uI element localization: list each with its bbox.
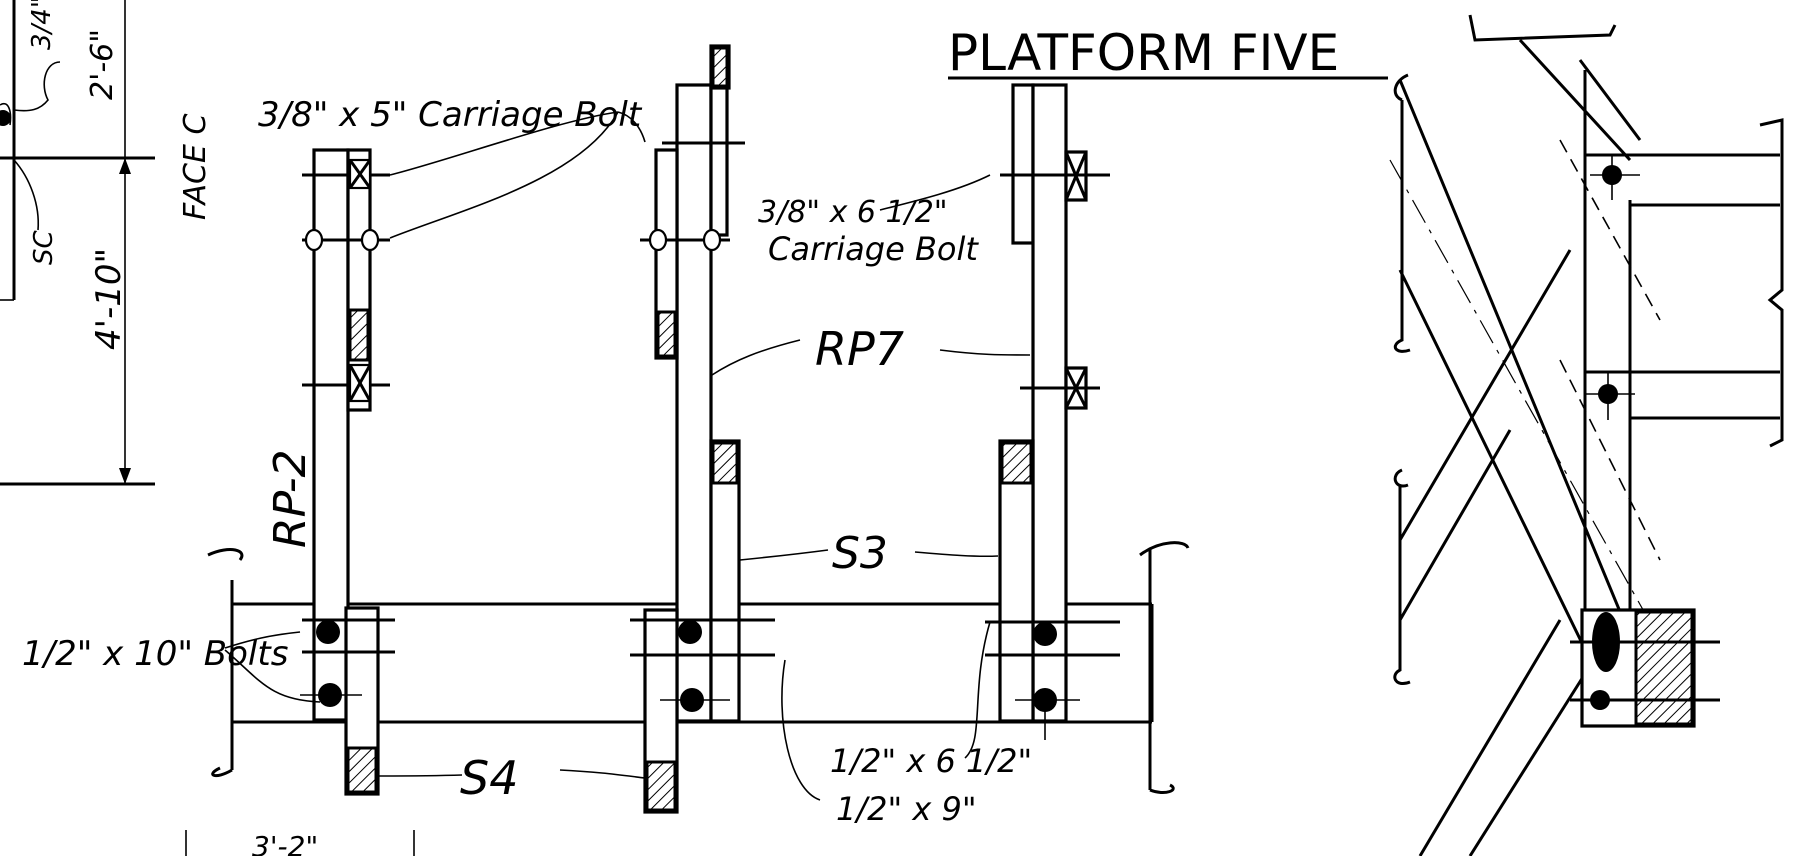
carriage-bolt-5-label: 3/8" x 5" Carriage Bolt: [258, 95, 643, 135]
bolts-10-label: 1/2" x 10" Bolts: [22, 634, 288, 674]
carriage-bolt-6-5-size-label: 3/8" x 6 1/2": [758, 195, 948, 230]
s3-label: S3: [832, 528, 888, 579]
main-elevation: [207, 44, 1190, 814]
dim-3-2-label: 3'-2": [252, 830, 318, 856]
dim-4-10-label: 4'-10": [89, 248, 129, 350]
dim-3-4-label: 3/4": [27, 0, 57, 50]
rp2-label: RP-2: [265, 449, 316, 548]
bolt-6-5-label: 1/2" x 6 1/2": [830, 742, 1032, 780]
carriage-bolt-6-5-name-label: Carriage Bolt: [768, 230, 979, 268]
leader-lines: [224, 111, 1031, 801]
bolt-9-label: 1/2" x 9": [836, 790, 977, 828]
s4-label: S4: [460, 751, 518, 805]
face-c-label: FACE C: [178, 114, 213, 220]
rp7-label: RP7: [815, 322, 904, 376]
page-title: PLATFORM FIVE: [948, 24, 1339, 82]
dim-2-6-label: 2'-6": [85, 29, 120, 100]
sc-label: SC: [29, 229, 59, 265]
right-isometric-section: [1389, 14, 1784, 856]
face-c-partial-section: [0, 0, 155, 486]
